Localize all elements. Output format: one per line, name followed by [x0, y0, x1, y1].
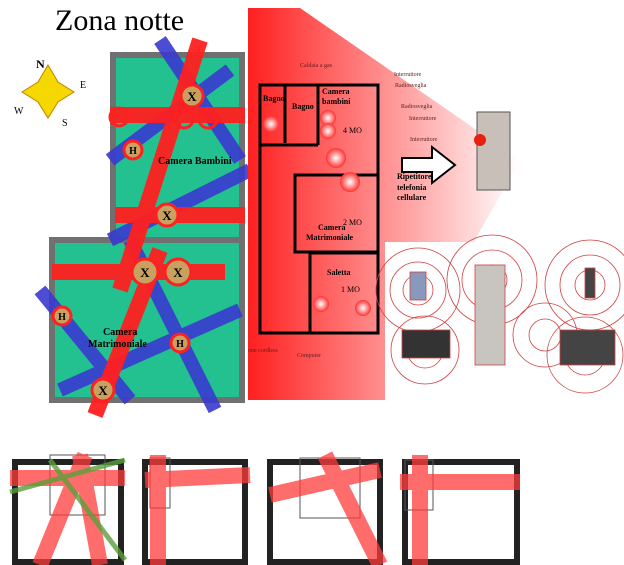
svg-text:Matrimoniale: Matrimoniale [306, 233, 354, 242]
page-title: Zona notte [55, 4, 184, 37]
svg-text:Camera: Camera [103, 327, 137, 338]
compass-icon: N S E W [14, 57, 86, 129]
interference-markers: X X X X X H H H [51, 83, 219, 403]
devices-radiation-image [375, 234, 624, 402]
svg-text:N: N [36, 57, 45, 71]
svg-text:X: X [162, 208, 172, 223]
left-floor-plan: Camera Bambini Camera Matrimoniale X X X… [34, 36, 254, 418]
svg-text:4 MO: 4 MO [343, 126, 362, 135]
svg-text:Interruttore: Interruttore [410, 137, 438, 143]
repeater-label: Ripetitore telefonia cellulare [397, 172, 432, 202]
svg-text:Camera Bambini: Camera Bambini [158, 156, 232, 167]
svg-text:E: E [80, 80, 86, 91]
svg-text:X: X [98, 383, 108, 398]
svg-text:2 MO: 2 MO [343, 218, 362, 227]
svg-text:H: H [129, 146, 137, 157]
svg-text:Matrimoniale: Matrimoniale [88, 339, 147, 350]
svg-text:telefonia: telefonia [397, 183, 426, 192]
svg-text:X: X [140, 265, 150, 280]
svg-text:Interruttore: Interruttore [409, 116, 437, 122]
svg-text:Radiosveglia: Radiosveglia [401, 104, 433, 110]
svg-text:S: S [62, 118, 68, 129]
svg-text:Caldaia a gas: Caldaia a gas [300, 63, 333, 69]
svg-text:Computer: Computer [297, 353, 321, 359]
arrow-icon [401, 144, 457, 186]
svg-text:Bagno: Bagno [263, 94, 285, 103]
svg-text:H: H [58, 312, 66, 323]
repeater-image [476, 111, 511, 191]
svg-text:Ripetitore: Ripetitore [397, 172, 432, 181]
svg-text:cellulare: cellulare [397, 193, 427, 202]
svg-text:Radiosveglia: Radiosveglia [395, 83, 427, 89]
svg-text:X: X [187, 89, 197, 104]
svg-text:X: X [173, 265, 183, 280]
svg-text:1 MO: 1 MO [341, 285, 360, 294]
svg-text:Saletta: Saletta [327, 268, 351, 277]
svg-text:Interruttore: Interruttore [394, 72, 422, 78]
svg-text:Camera: Camera [322, 87, 350, 96]
bottom-diagrams [9, 451, 520, 565]
svg-text:H: H [176, 339, 184, 350]
right-floor-plan: Bagno Bagno Camera bambini Camera Matrim… [248, 8, 520, 400]
svg-text:W: W [14, 106, 24, 117]
svg-text:one cordless: one cordless [248, 348, 278, 354]
svg-text:Bagno: Bagno [292, 102, 314, 111]
svg-text:Camera: Camera [318, 223, 346, 232]
svg-text:bambini: bambini [322, 97, 351, 106]
